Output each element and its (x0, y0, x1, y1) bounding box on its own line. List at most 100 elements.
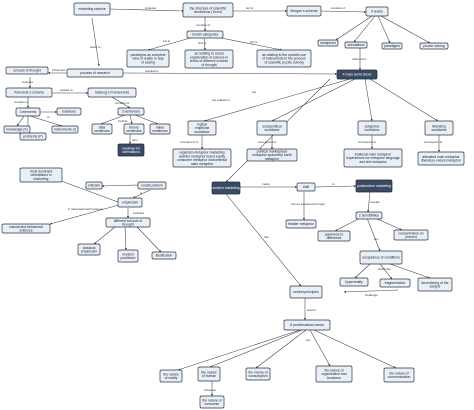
concept-node[interactable]: Morgan´s scheme (286, 5, 322, 17)
concept-node[interactable]: metaphors (317, 39, 339, 47)
link-label: lead to (307, 308, 316, 312)
concept-node[interactable]: process of research (66, 68, 124, 78)
concept-node[interactable]: 3 elements (15, 107, 41, 117)
concept-node-label: balances (62, 110, 76, 114)
concept-node-label: process of research (80, 71, 110, 75)
concept-node[interactable]: Tomedots´s scheme (5, 87, 53, 98)
concept-node[interactable]: acceptance of conditions (359, 250, 403, 265)
concept-node-label: problems (P) (23, 135, 42, 139)
concept-node[interactable]: Galtung´s Frameworks (87, 87, 137, 98)
concept-node[interactable]: problems (P) (19, 132, 47, 141)
link-label: consists of (14, 100, 28, 104)
concept-node[interactable]: 3 sentences (117, 107, 145, 116)
concept-node[interactable]: orientations (344, 41, 368, 49)
concept-node[interactable]: knowledge (K) (3, 125, 31, 134)
link-label: are (374, 237, 379, 241)
concept-node[interactable]: fragmentation (379, 278, 411, 288)
link-label: 1st is (163, 39, 171, 43)
concept-node[interactable]: theater metaphor (285, 219, 317, 229)
concept-node[interactable]: modern marketing (211, 181, 241, 195)
link-label: consists of (196, 23, 210, 27)
link-label: which are (378, 267, 391, 271)
concept-node-label: empiricism (122, 201, 138, 205)
concept-node[interactable]: criticism (85, 181, 103, 190)
concept-node[interactable]: paradigms (381, 42, 403, 50)
concept-node[interactable]: balances (56, 107, 82, 116)
concept-node[interactable]: 3 main categories (186, 30, 224, 39)
concept-node[interactable]: postmodern marketing (355, 179, 393, 193)
concept-node[interactable]: 2 sensibilities (355, 211, 383, 220)
concept-node[interactable]: 4 main world views (336, 69, 378, 80)
concept-node[interactable]: hyperreality (339, 277, 369, 287)
concept-node-label: puzzle solving (423, 44, 444, 48)
link-label: can be explained through (291, 202, 325, 206)
concept-node[interactable]: empiricism (117, 197, 143, 208)
link-label: made (262, 182, 270, 186)
link-label: includes (133, 211, 145, 215)
concept-node[interactable]: central principles (289, 285, 323, 299)
link-label: are (306, 338, 311, 342)
concept-node-label: knowledge (K) (6, 128, 28, 132)
concept-node-label: paradigms (384, 44, 400, 48)
link-label: in ideal approach between (68, 207, 103, 211)
concept-node[interactable]: marketing science (73, 2, 111, 16)
link-labels: includes led to consists of consists of … (14, 6, 443, 392)
link-label: correspond to (258, 140, 277, 144)
concept-node[interactable]: 4 levels (365, 6, 389, 17)
concept-node[interactable]: constructivism (137, 181, 167, 190)
concept-node-label: hyperreality (345, 280, 363, 284)
concept-node[interactable]: schools of thought (5, 66, 49, 75)
link-label: to (47, 115, 50, 119)
concept-node[interactable]: 6 problematized areas (283, 319, 331, 331)
link-label: correspond to (180, 140, 199, 144)
link-label: consists of (331, 6, 345, 10)
concept-node[interactable]: shift (296, 182, 316, 192)
concept-node-label: acceptance of conditions (362, 256, 400, 260)
link-label: reveals (370, 200, 380, 204)
concept-node[interactable]: puzzle solving (419, 42, 449, 50)
concept-nodes: marketing science the structure of scient… (1, 2, 465, 409)
concept-node[interactable]: falsification (151, 251, 177, 260)
concept-node[interactable]: instruments (I) (51, 125, 79, 134)
